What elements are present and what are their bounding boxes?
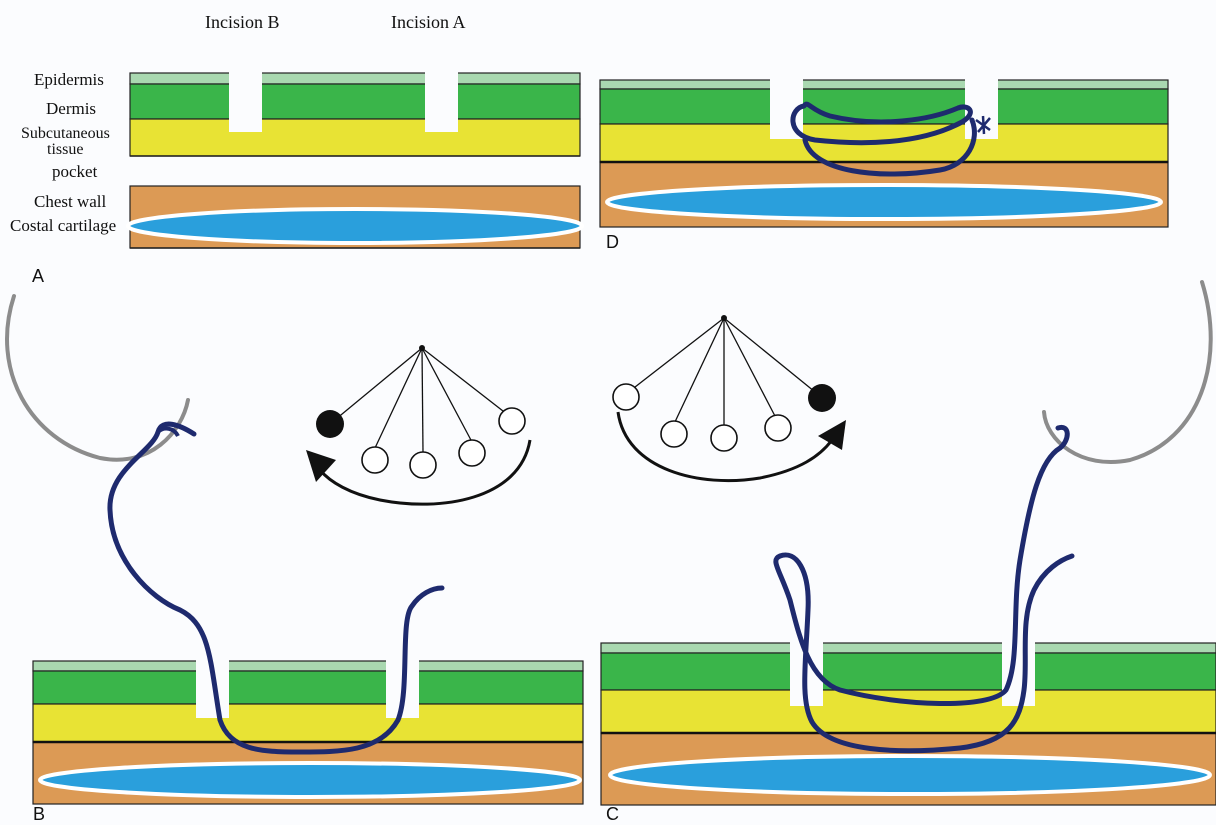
pendulum-ball-filled bbox=[808, 384, 836, 412]
panel-c-label: C bbox=[606, 804, 619, 825]
pocket-label: pocket bbox=[52, 162, 97, 182]
costal-cartilage-label: Costal cartilage bbox=[10, 216, 116, 236]
dermis-layer bbox=[33, 671, 583, 704]
pendulum-right bbox=[613, 315, 846, 481]
epidermis-label: Epidermis bbox=[34, 70, 104, 90]
panel-a-label: A bbox=[32, 266, 44, 287]
panel-a bbox=[128, 70, 582, 248]
incision-b-label: Incision B bbox=[205, 12, 280, 33]
pendulum-left bbox=[306, 345, 530, 504]
subcutaneous-layer bbox=[601, 690, 1216, 733]
tissue-label: tissue bbox=[47, 142, 83, 158]
pendulum-ball-filled bbox=[316, 410, 344, 438]
panel-b bbox=[7, 296, 583, 804]
epidermis-layer bbox=[33, 661, 583, 671]
costal-cartilage bbox=[607, 185, 1161, 219]
panel-b-label: B bbox=[33, 804, 45, 825]
dermis-layer bbox=[600, 89, 1168, 124]
subcutaneous-layer bbox=[33, 704, 583, 742]
dermis-layer bbox=[130, 84, 580, 119]
subcutaneous-label: Subcutaneous bbox=[21, 126, 110, 142]
epidermis-layer bbox=[601, 643, 1216, 653]
incision-a-cut bbox=[1002, 640, 1035, 706]
panel-c bbox=[601, 282, 1216, 805]
costal-cartilage bbox=[128, 209, 582, 243]
needle-icon bbox=[7, 296, 188, 460]
panel-d bbox=[600, 77, 1168, 227]
subcutaneous-layer bbox=[130, 119, 580, 156]
epidermis-layer bbox=[130, 73, 580, 84]
chest-wall-label: Chest wall bbox=[34, 192, 106, 212]
costal-cartilage bbox=[40, 763, 580, 797]
incision-a-cut bbox=[425, 70, 458, 132]
epidermis-layer bbox=[600, 80, 1168, 89]
panel-d-label: D bbox=[606, 232, 619, 253]
costal-cartilage bbox=[610, 756, 1210, 794]
incision-b-cut bbox=[229, 70, 262, 132]
dermis-label: Dermis bbox=[46, 99, 96, 119]
dermis-layer bbox=[601, 653, 1216, 690]
incision-a-label: Incision A bbox=[391, 12, 466, 33]
